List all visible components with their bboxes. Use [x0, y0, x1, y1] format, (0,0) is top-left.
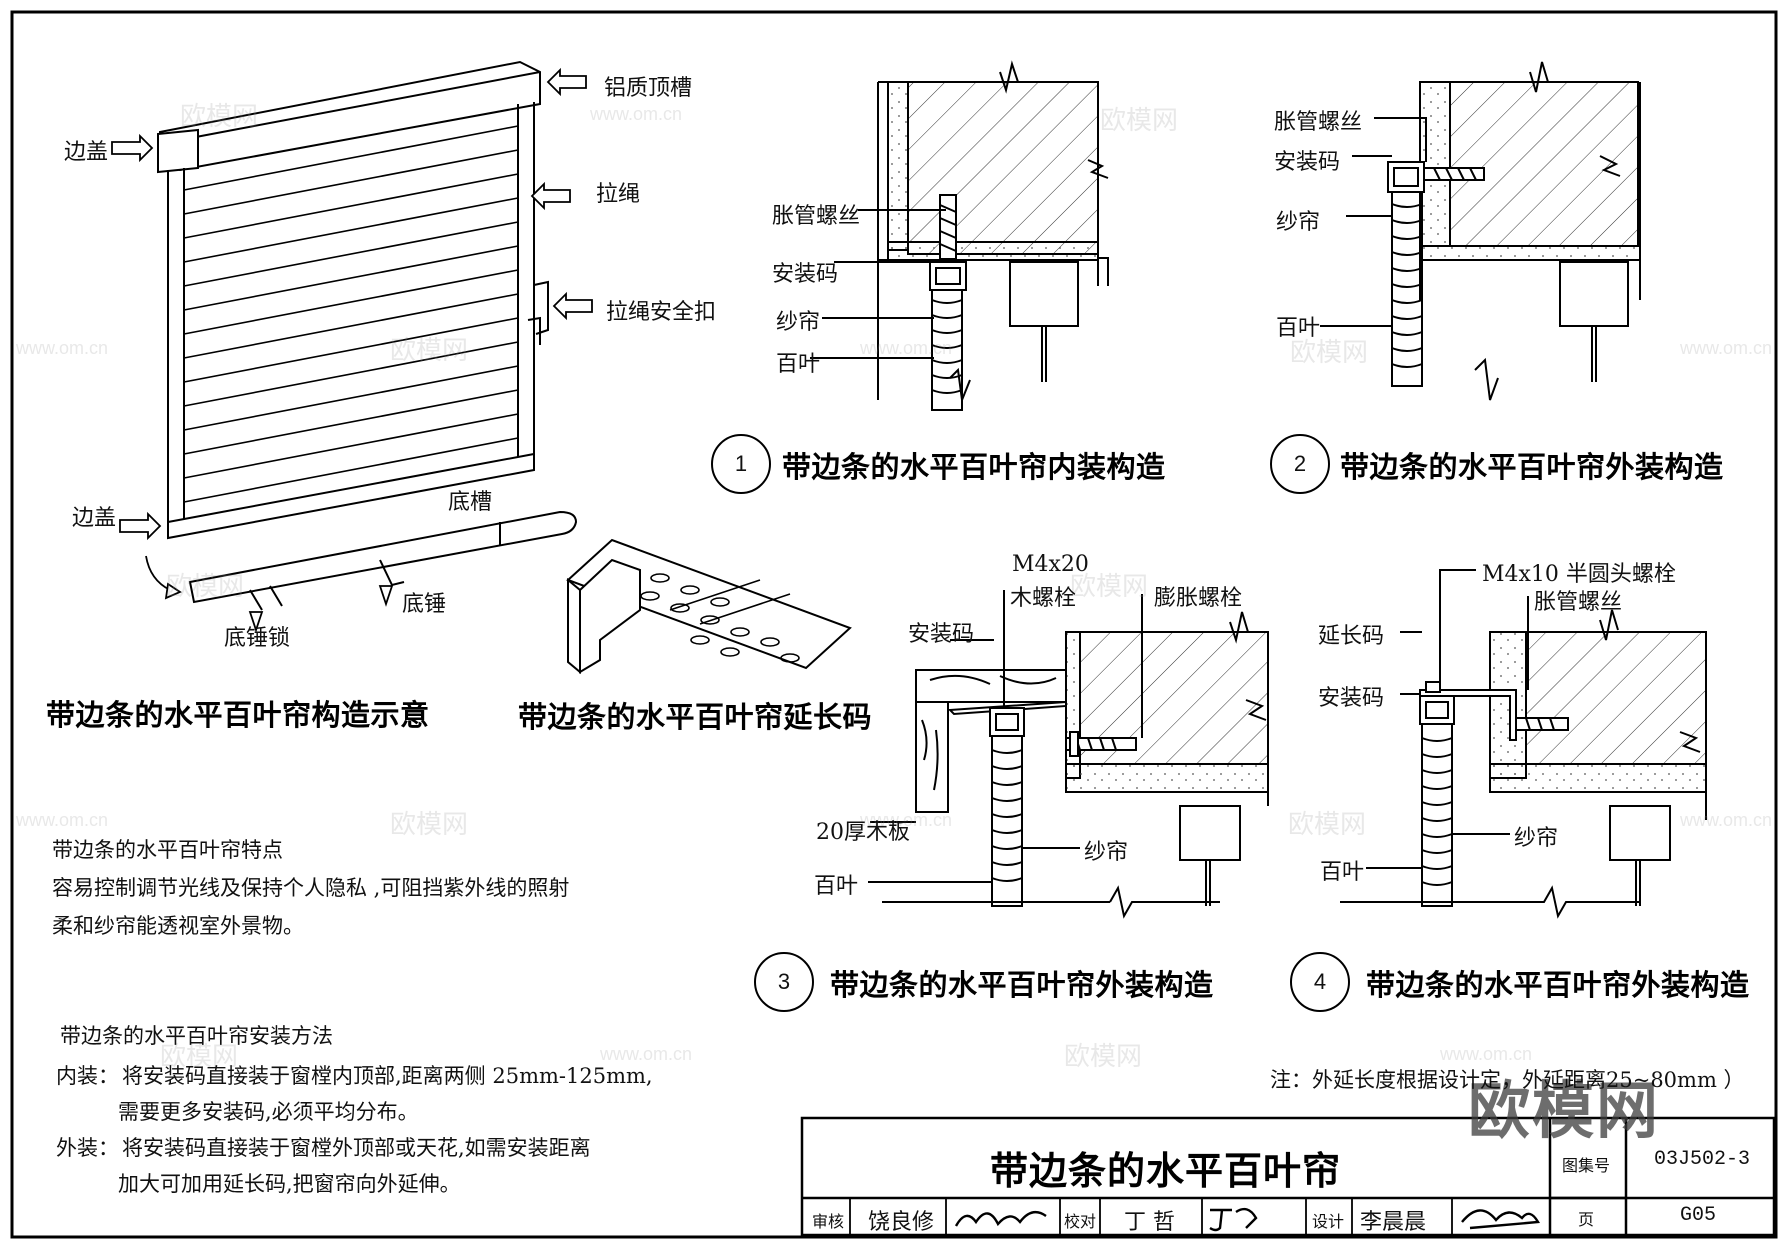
watermark-url: www.om.cn — [16, 810, 109, 830]
detail-4-number-circle: 4 — [1290, 952, 1350, 1012]
title-block-designer: 李晨晨 — [1360, 1210, 1427, 1235]
label-pull-cord: 拉绳 — [596, 182, 641, 207]
detail-3-label-wood-board: 20厚木板 — [816, 820, 910, 845]
install-inner-label: 内装： — [56, 1064, 119, 1088]
title-block-atlas-number: 03J502-3 — [1654, 1148, 1751, 1171]
detail-4-drawing — [1340, 569, 1707, 919]
title-block-frame — [800, 1116, 1776, 1237]
install-outer-line-1: 将安装码直接装于窗樘外顶部或天花,如需安装距离 — [122, 1136, 591, 1160]
watermark-brand: 欧模网 — [1288, 810, 1367, 840]
watermark-brand: 欧模网 — [180, 102, 259, 132]
detail-3-label-bracket: 安装码 — [908, 622, 975, 647]
watermark-brand: 欧模网 — [160, 1042, 239, 1072]
detail-1-label-slat: 百叶 — [776, 352, 821, 377]
watermark-url: www.om.cn — [860, 338, 953, 358]
install-title: 带边条的水平百叶帘安装方法 — [60, 1024, 333, 1048]
detail-2-number-circle: 2 — [1270, 434, 1330, 494]
install-inner-line-2: 需要更多安装码,必须平均分布。 — [118, 1100, 419, 1124]
detail-4-caption: 带边条的水平百叶帘外装构造 — [1366, 968, 1750, 1002]
watermark-url: www.om.cn — [590, 104, 683, 124]
watermark-brand: 欧模网 — [390, 336, 469, 366]
watermark-url: www.om.cn — [1440, 1044, 1533, 1064]
detail-2-caption: 带边条的水平百叶帘外装构造 — [1340, 450, 1724, 484]
detail-4-label-bracket: 安装码 — [1318, 686, 1385, 711]
detail-2-label-bracket: 安装码 — [1274, 150, 1341, 175]
label-bottom-weight: 底锤 — [402, 592, 447, 617]
label-bottom-weight-lock: 底锤锁 — [224, 626, 291, 651]
features-line-1: 容易控制调节光线及保持个人隐私 ,可阻挡紫外线的照射 — [52, 876, 570, 900]
title-block-page-number: G05 — [1680, 1204, 1717, 1227]
detail-3-label-m4x20: M4x20 — [1012, 552, 1089, 577]
detail-3-caption: 带边条的水平百叶帘外装构造 — [830, 968, 1214, 1002]
title-block-review-label: 审核 — [812, 1212, 845, 1231]
watermark-brand: 欧模网 — [390, 810, 469, 840]
watermark-brand: 欧模网 — [1290, 338, 1369, 368]
label-cord-safety: 拉绳安全扣 — [606, 300, 717, 325]
label-bottom-channel: 底槽 — [448, 490, 493, 515]
label-end-cap-bottom: 边盖 — [72, 506, 117, 531]
blind-overview — [157, 60, 578, 611]
detail-1-number-circle: 1 — [711, 434, 771, 494]
title-block-reviewer: 饶良修 — [868, 1210, 935, 1235]
watermark-brand: 欧模网 — [1070, 572, 1149, 602]
title-block-design-label: 设计 — [1312, 1212, 1345, 1231]
detail-4-label-anchor-screw: 胀管螺丝 — [1534, 590, 1623, 615]
caption-overview: 带边条的水平百叶帘构造示意 — [46, 698, 430, 732]
detail-2-drawing — [1320, 61, 1641, 401]
title-block-checker: 丁 哲 — [1124, 1210, 1175, 1235]
detail-1-label-sheer: 纱帘 — [776, 310, 821, 335]
install-outer-line-2: 加大可加用延长码,把窗帘向外延伸。 — [118, 1172, 461, 1196]
detail-1-label-anchor-screw: 胀管螺丝 — [772, 204, 861, 229]
detail-1-drawing — [810, 60, 1109, 411]
label-end-cap-top: 边盖 — [64, 140, 109, 165]
detail-2-label-slat: 百叶 — [1276, 316, 1321, 341]
signatures — [954, 1207, 1540, 1232]
extension-bracket-drawing — [566, 538, 852, 675]
detail-1-label-bracket: 安装码 — [772, 262, 839, 287]
design-note: 注：外延长度根据设计定，外延距离25~80mm ） — [1270, 1068, 1745, 1092]
detail-3-label-expansion-bolt: 膨胀螺栓 — [1154, 586, 1243, 611]
watermark-brand: 欧模网 — [166, 572, 245, 602]
watermark-url: www.om.cn — [1680, 810, 1773, 830]
title-block-page-label: 页 — [1578, 1210, 1595, 1229]
detail-3-label-sheer: 纱帘 — [1084, 840, 1129, 865]
detail-2-label-sheer: 纱帘 — [1276, 210, 1321, 235]
detail-4-label-slat: 百叶 — [1320, 860, 1365, 885]
features-title: 带边条的水平百叶帘特点 — [52, 838, 283, 862]
overview-arrows — [111, 67, 593, 633]
features-line-2: 柔和纱帘能透视室外景物。 — [52, 914, 304, 938]
detail-3-label-wood-screw: 木螺栓 — [1010, 586, 1077, 611]
install-outer-label: 外装： — [56, 1136, 119, 1160]
detail-4-label-m4x10: M4x10 半圆头螺栓 — [1482, 562, 1676, 587]
watermark-url: www.om.cn — [860, 810, 953, 830]
detail-4-label-extension-bracket: 延长码 — [1318, 624, 1385, 649]
watermark-url: www.om.cn — [1680, 338, 1773, 358]
watermark-url: www.om.cn — [600, 1044, 693, 1064]
detail-3-number-circle: 3 — [754, 952, 814, 1012]
watermark-brand: 欧模网 — [1100, 106, 1179, 136]
detail-2-label-anchor-screw: 胀管螺丝 — [1274, 110, 1363, 135]
frame-border — [10, 10, 1778, 1239]
detail-3-label-slat: 百叶 — [814, 874, 859, 899]
watermark-brand: 欧模网 — [1064, 1042, 1143, 1072]
detail-3-drawing — [868, 590, 1269, 919]
title-block-check-label: 校对 — [1064, 1212, 1097, 1231]
detail-4-label-sheer: 纱帘 — [1514, 826, 1559, 851]
watermark-url: www.om.cn — [16, 338, 109, 358]
label-top-channel: 铝质顶槽 — [604, 76, 693, 101]
title-block-title: 带边条的水平百叶帘 — [990, 1149, 1342, 1193]
caption-extension-bracket: 带边条的水平百叶帘延长码 — [518, 700, 873, 734]
install-inner-line-1: 将安装码直接装于窗樘内顶部,距离两侧 25mm-125mm, — [122, 1064, 653, 1088]
title-block-atlas-label: 图集号 — [1562, 1156, 1611, 1175]
detail-1-caption: 带边条的水平百叶帘内装构造 — [782, 450, 1166, 484]
watermark-brand-large: 欧模网 — [1468, 1074, 1661, 1147]
